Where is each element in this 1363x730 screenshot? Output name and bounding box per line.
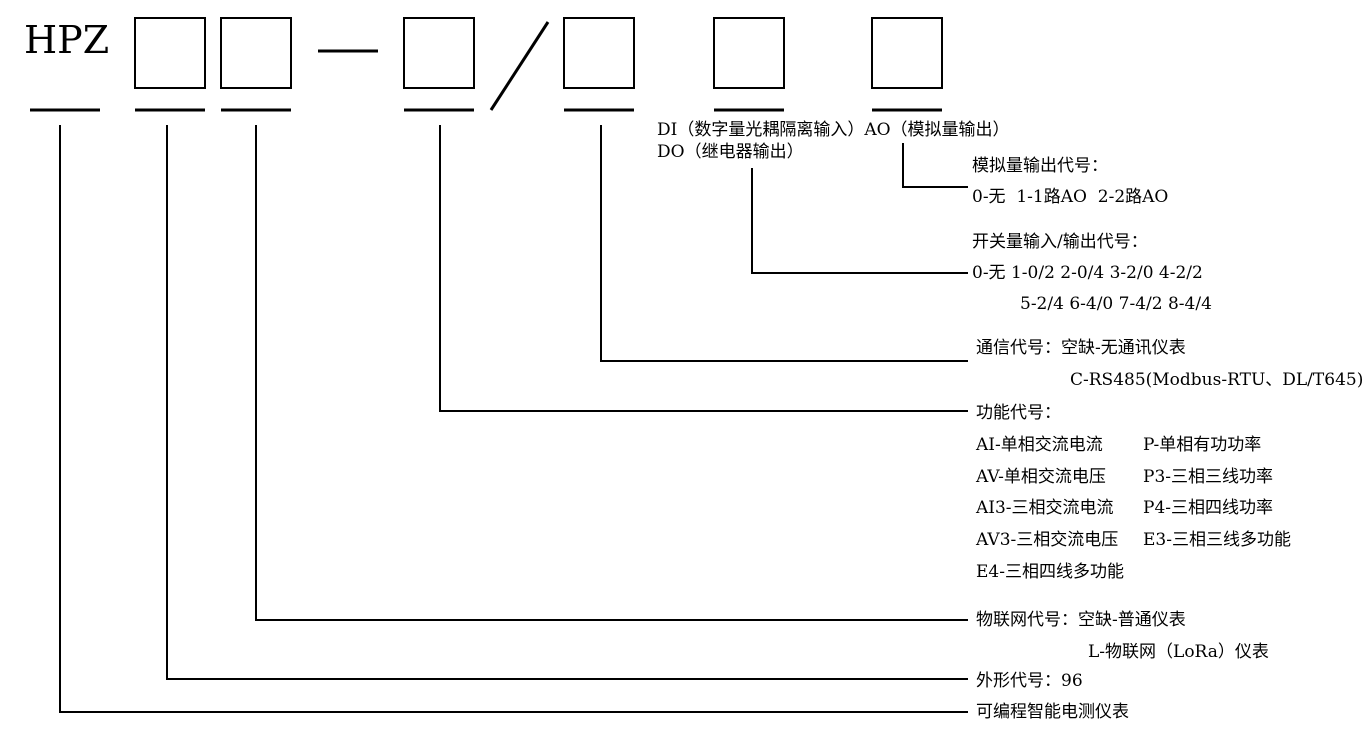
product-name: 可编程智能电测仪表 xyxy=(976,702,1129,722)
code-box-comm xyxy=(563,17,635,89)
model-prefix: HPZ xyxy=(24,18,110,62)
code-box-function xyxy=(403,17,475,89)
function-code-row-2-left: AV-单相交流电压 xyxy=(976,467,1106,487)
do-label: DO（继电器输出） xyxy=(657,142,804,162)
ao-code-title: 模拟量输出代号： xyxy=(972,156,1108,176)
code-box-iot xyxy=(220,17,292,89)
ao-code-options: 0-无 1-1路AO 2-2路AO xyxy=(972,187,1169,207)
function-code-row-5: E4-三相四线多功能 xyxy=(976,562,1124,582)
leader-iot xyxy=(255,125,968,621)
function-code-row-3-left: AI3-三相交流电流 xyxy=(976,498,1114,518)
function-code-row-1-left: AI-单相交流电流 xyxy=(976,435,1103,455)
iot-code-title: 物联网代号：空缺-普通仪表 xyxy=(976,610,1186,630)
function-code-row-4-left: AV3-三相交流电压 xyxy=(976,530,1119,550)
code-box-io xyxy=(713,17,785,89)
comm-code-option: C-RS485(Modbus-RTU、DL/T645) xyxy=(1070,370,1363,390)
function-code-row-4-right: E3-三相三线多功能 xyxy=(1143,530,1291,550)
io-code-options-2: 5-2/4 6-4/0 7-4/2 8-4/4 xyxy=(1020,294,1212,314)
code-box-shape xyxy=(134,17,206,89)
shape-code: 外形代号：96 xyxy=(976,671,1083,691)
function-code-title: 功能代号： xyxy=(976,403,1061,423)
comm-code-title: 通信代号：空缺-无通讯仪表 xyxy=(976,338,1186,358)
leader-shape xyxy=(166,125,968,680)
leader-product xyxy=(59,125,968,713)
leader-comm xyxy=(600,125,968,362)
io-code-title: 开关量输入/输出代号： xyxy=(972,232,1148,252)
leader-function xyxy=(439,125,968,412)
function-code-row-1-right: P-单相有功功率 xyxy=(1143,435,1262,455)
leader-ao xyxy=(902,143,968,188)
slash-separator xyxy=(489,21,550,111)
function-code-row-2-right: P3-三相三线功率 xyxy=(1143,467,1273,487)
io-code-options-1: 0-无 1-0/2 2-0/4 3-2/0 4-2/2 xyxy=(972,263,1203,283)
leader-io xyxy=(751,168,968,274)
function-code-row-3-right: P4-三相四线功率 xyxy=(1143,498,1273,518)
di-ao-label: DI（数字量光耦隔离输入）AO（模拟量输出） xyxy=(657,120,1010,140)
iot-code-option: L-物联网（LoRa）仪表 xyxy=(1088,642,1269,662)
code-box-ao xyxy=(871,17,943,89)
